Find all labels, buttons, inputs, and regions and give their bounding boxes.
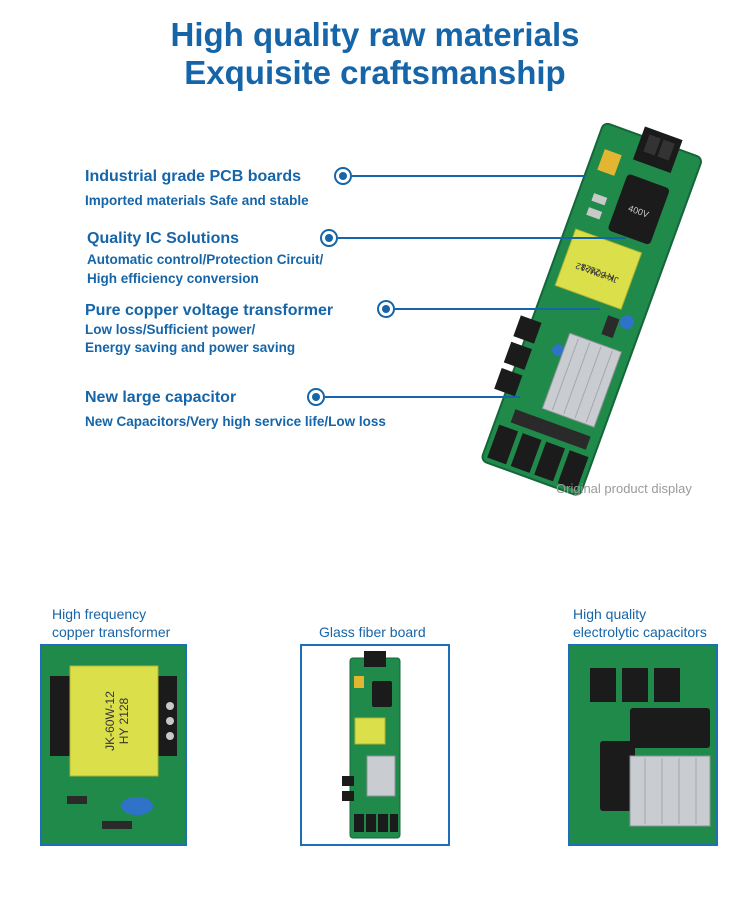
- thumb-label-transformer-1: High frequency: [52, 606, 147, 622]
- callout-dot-pcb: [334, 167, 352, 185]
- feature-desc-ic-1: Automatic control/Protection Circuit/: [87, 252, 324, 267]
- pcb-product-image: 400V JK-60W-12 HY 2128: [481, 122, 702, 496]
- feature-title-transformer: Pure copper voltage transformer: [85, 302, 334, 319]
- capacitors-closeup-image: [570, 646, 716, 844]
- feature-title-capacitor: New large capacitor: [85, 389, 237, 406]
- callout-line-pcb: [352, 175, 585, 177]
- page-title-line-2: Exquisite craftsmanship: [184, 54, 566, 91]
- callout-line-capacitor: [325, 396, 520, 398]
- transformer-closeup-image: JK-60W-12 HY 2128: [42, 646, 185, 844]
- feature-desc-pcb: Imported materials Safe and stable: [85, 193, 309, 208]
- glass-fiber-board-image: [302, 646, 448, 844]
- thumb-transformer-text-2: HY 2128: [117, 697, 131, 744]
- feature-desc-capacitor: New Capacitors/Very high service life/Lo…: [85, 414, 386, 429]
- feature-title-pcb: Industrial grade PCB boards: [85, 168, 302, 185]
- feature-desc-transformer-1: Low loss/Sufficient power/: [85, 322, 256, 337]
- feature-desc-transformer-2: Energy saving and power saving: [85, 340, 296, 355]
- callout-dot-capacitor: [307, 388, 325, 406]
- thumb-label-capacitors-2: electrolytic capacitors: [573, 624, 707, 640]
- callout-dot-transformer: [377, 300, 395, 318]
- feature-desc-ic-2: High efficiency conversion: [87, 271, 259, 286]
- thumb-label-glass-fiber: Glass fiber board: [319, 624, 426, 640]
- thumbnail-glass-fiber-board: [300, 644, 450, 846]
- callout-line-transformer: [395, 308, 600, 310]
- thumbnail-capacitors: [568, 644, 718, 846]
- product-caption: Original product display: [556, 481, 692, 496]
- callout-dot-ic: [320, 229, 338, 247]
- page-title-line-1: High quality raw materials: [170, 16, 580, 53]
- feature-title-ic: Quality IC Solutions: [87, 230, 240, 247]
- thumb-transformer-text-1: JK-60W-12: [103, 691, 117, 751]
- thumb-label-capacitors-1: High quality: [573, 606, 647, 622]
- thumb-label-transformer-2: copper transformer: [52, 624, 171, 640]
- thumbnail-transformer: JK-60W-12 HY 2128: [40, 644, 187, 846]
- callout-line-ic: [338, 237, 626, 239]
